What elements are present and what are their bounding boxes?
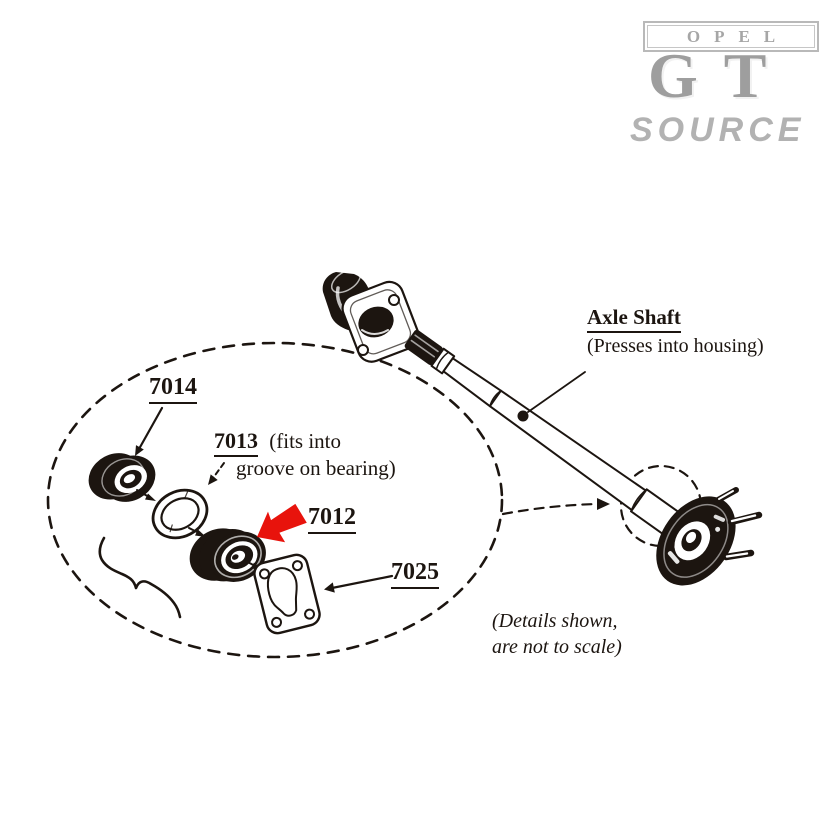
part-label-7025: 7025 (391, 559, 439, 589)
scale-footnote-line1: (Details shown, (492, 610, 618, 632)
exploded-parts-boundary (46, 341, 504, 659)
wheel-studs (715, 487, 763, 561)
part-note-7013-line1: (fits into (269, 429, 341, 453)
axle-shaft-drawing (404, 329, 736, 586)
label-arrow-7013 (208, 462, 225, 485)
housing-flange-drawing (322, 268, 420, 363)
highlight-arrow-icon (257, 503, 307, 543)
axle-shaft-label: Axle Shaft (Presses into housing) (587, 305, 764, 357)
axle-leader-line (517, 371, 586, 422)
axle-shaft-subtitle: (Presses into housing) (587, 334, 764, 357)
hub-flange-drawing (656, 496, 736, 586)
detail-connector-arrow (501, 498, 610, 516)
logo-model-text: GT (648, 40, 793, 111)
scale-footnote-line2: are not to scale) (492, 636, 622, 658)
part-note-7013-line2: groove on bearing) (236, 455, 396, 480)
retainer-plate-7025-drawing (253, 553, 321, 635)
scale-footnote: (Details shown, are not to scale) (492, 608, 622, 660)
part-label-7014: 7014 (149, 374, 197, 404)
retainer-clip-drawing (98, 536, 182, 619)
bearing-7012-drawing (189, 528, 266, 582)
part-label-7013: 7013 (fits into groove on bearing) (214, 428, 396, 480)
axle-shaft-title: Axle Shaft (587, 305, 681, 333)
assembly-arrow-1 (136, 489, 156, 501)
collar-7014-drawing (88, 453, 156, 502)
part-number-7014: 7014 (149, 374, 197, 404)
part-number-7025: 7025 (391, 559, 439, 589)
snap-ring-7013-drawing (151, 488, 209, 540)
part-number-7012: 7012 (308, 504, 356, 534)
label-arrow-7025 (324, 574, 394, 593)
logo-opel-badge: OPEL (643, 21, 819, 52)
logo-brand-text: OPEL (686, 26, 790, 46)
logo-source-text: SOURCE (630, 111, 806, 149)
part-label-7012: 7012 (308, 504, 356, 534)
part-number-7013: 7013 (214, 428, 258, 457)
label-arrow-7014 (135, 406, 164, 456)
